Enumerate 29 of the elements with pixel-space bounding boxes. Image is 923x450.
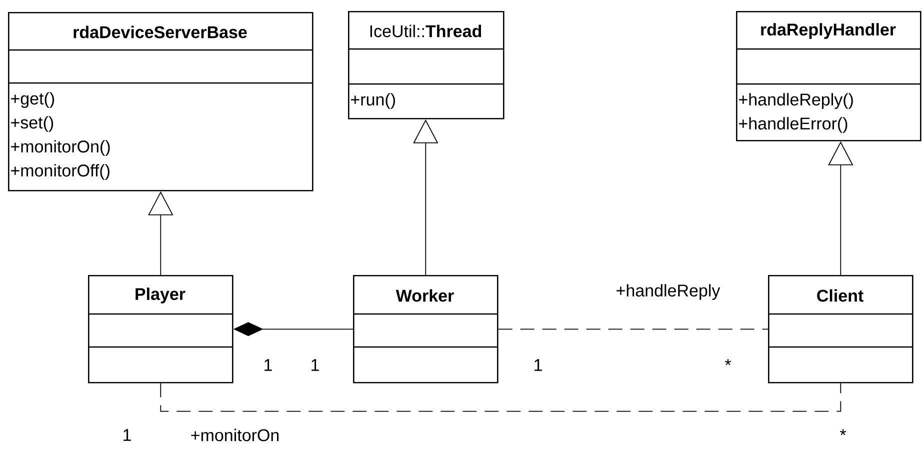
edge-label: +monitorOn <box>191 428 279 442</box>
class-box <box>8 12 314 192</box>
connector <box>498 328 768 330</box>
class-name: IceUtil::Thread <box>370 24 482 38</box>
multiplicity-label: * <box>724 359 732 366</box>
class-name: Worker <box>396 289 454 302</box>
class-box <box>736 11 922 142</box>
method-text: +set() <box>11 116 54 132</box>
method-text: +monitorOn() <box>11 140 110 156</box>
method-text: +monitorOff() <box>11 164 110 180</box>
multiplicity-label: 1 <box>534 359 542 371</box>
multiplicity-label: 1 <box>312 359 319 371</box>
class-box <box>348 11 504 120</box>
multiplicity-label: * <box>840 429 846 436</box>
class-box <box>768 275 914 384</box>
edge-label: +handleReply <box>616 284 720 300</box>
multiplicity-label: 1 <box>264 359 272 371</box>
method-text: +handleError() <box>739 117 848 133</box>
class-name: Player <box>136 288 186 304</box>
class-box <box>88 275 234 384</box>
class-box <box>353 275 498 384</box>
method-text: +get() <box>11 92 54 108</box>
class-name: rdaDeviceServerBase <box>74 26 247 38</box>
multiplicity-label: 1 <box>124 429 131 441</box>
class-name: Client <box>817 289 864 302</box>
connector <box>160 382 842 412</box>
class-name: rdaReplyHandler <box>761 23 896 39</box>
method-text: +run() <box>351 93 395 109</box>
method-text: +handleReply() <box>739 93 853 109</box>
